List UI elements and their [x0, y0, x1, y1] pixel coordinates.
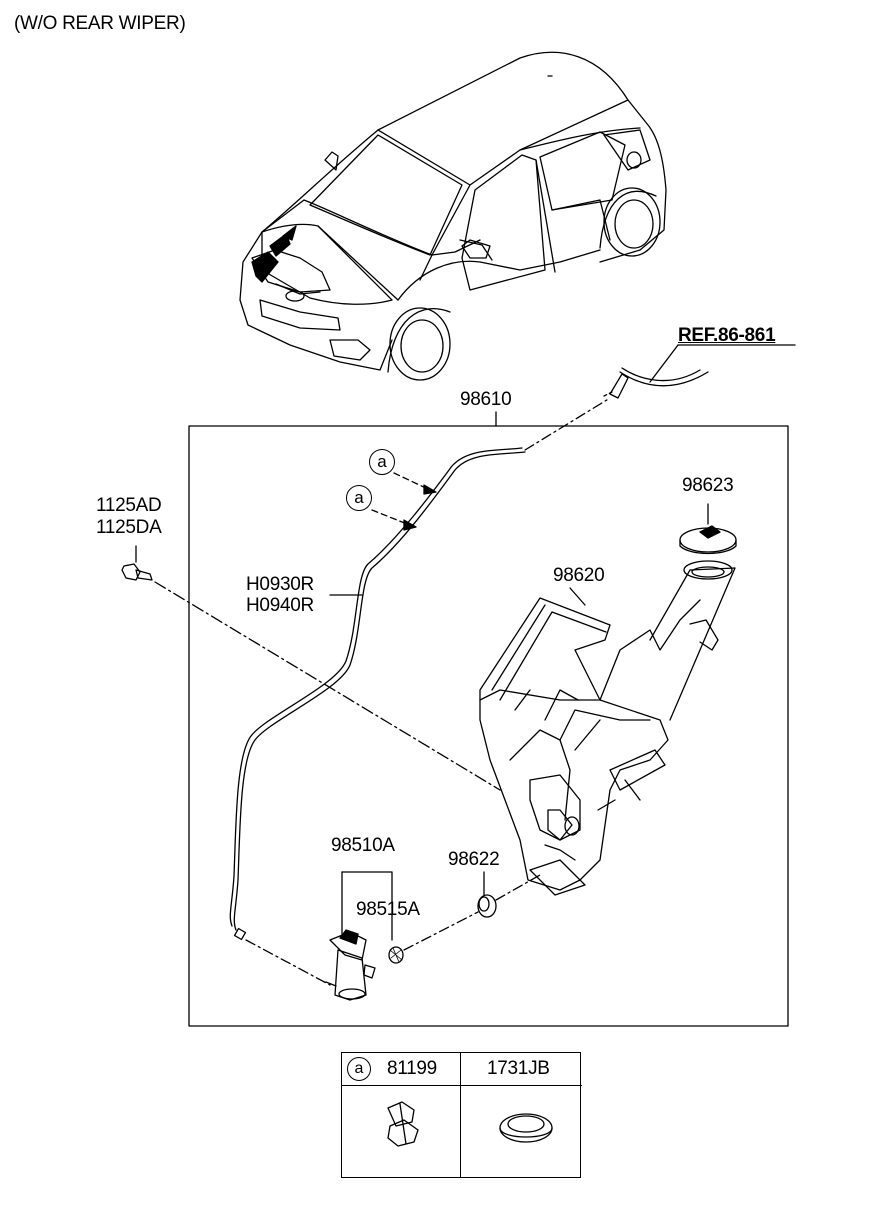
legend-col2-label[interactable]: 1731JB [487, 1058, 550, 1079]
legend-plug-1731JB [499, 1113, 553, 1143]
legend-table: a 81199 1731JB [341, 1052, 582, 1178]
part-1125AD-label[interactable]: 1125AD [96, 495, 162, 516]
part-1125DA-label[interactable]: 1125DA [96, 517, 162, 538]
car-illustration [239, 51, 667, 381]
pump-filter [388, 911, 479, 964]
bolt [121, 545, 501, 791]
part-98620-label[interactable]: 98620 [553, 565, 605, 586]
legend-clip-81199 [387, 1101, 419, 1147]
legend-col1-label[interactable]: 81199 [387, 1058, 437, 1079]
part-H0930R-label[interactable]: H0930R [246, 574, 314, 595]
assembly-frame [188, 425, 789, 1027]
part-98622-label[interactable]: 98622 [448, 849, 500, 870]
diagram-title: (W/O REAR WIPER) [14, 13, 186, 34]
washer-pump [325, 871, 393, 1001]
legend-marker-a: a [347, 1057, 371, 1081]
ref-label[interactable]: REF.86-861 [678, 325, 776, 346]
tank-cap [679, 503, 737, 555]
washer-hose [229, 447, 526, 986]
reservoir-tank [479, 560, 736, 896]
part-98510A-label[interactable]: 98510A [331, 835, 395, 856]
ref-leader [603, 344, 796, 399]
part-98515A-label[interactable]: 98515A [356, 899, 420, 920]
part-H0940R-label[interactable]: H0940R [246, 595, 314, 616]
part-98610-label[interactable]: 98610 [460, 389, 512, 410]
callout-a-marker: a [346, 485, 372, 511]
grommet [477, 871, 541, 918]
part-98623-label[interactable]: 98623 [682, 475, 734, 496]
callout-a-marker: a [369, 449, 395, 475]
